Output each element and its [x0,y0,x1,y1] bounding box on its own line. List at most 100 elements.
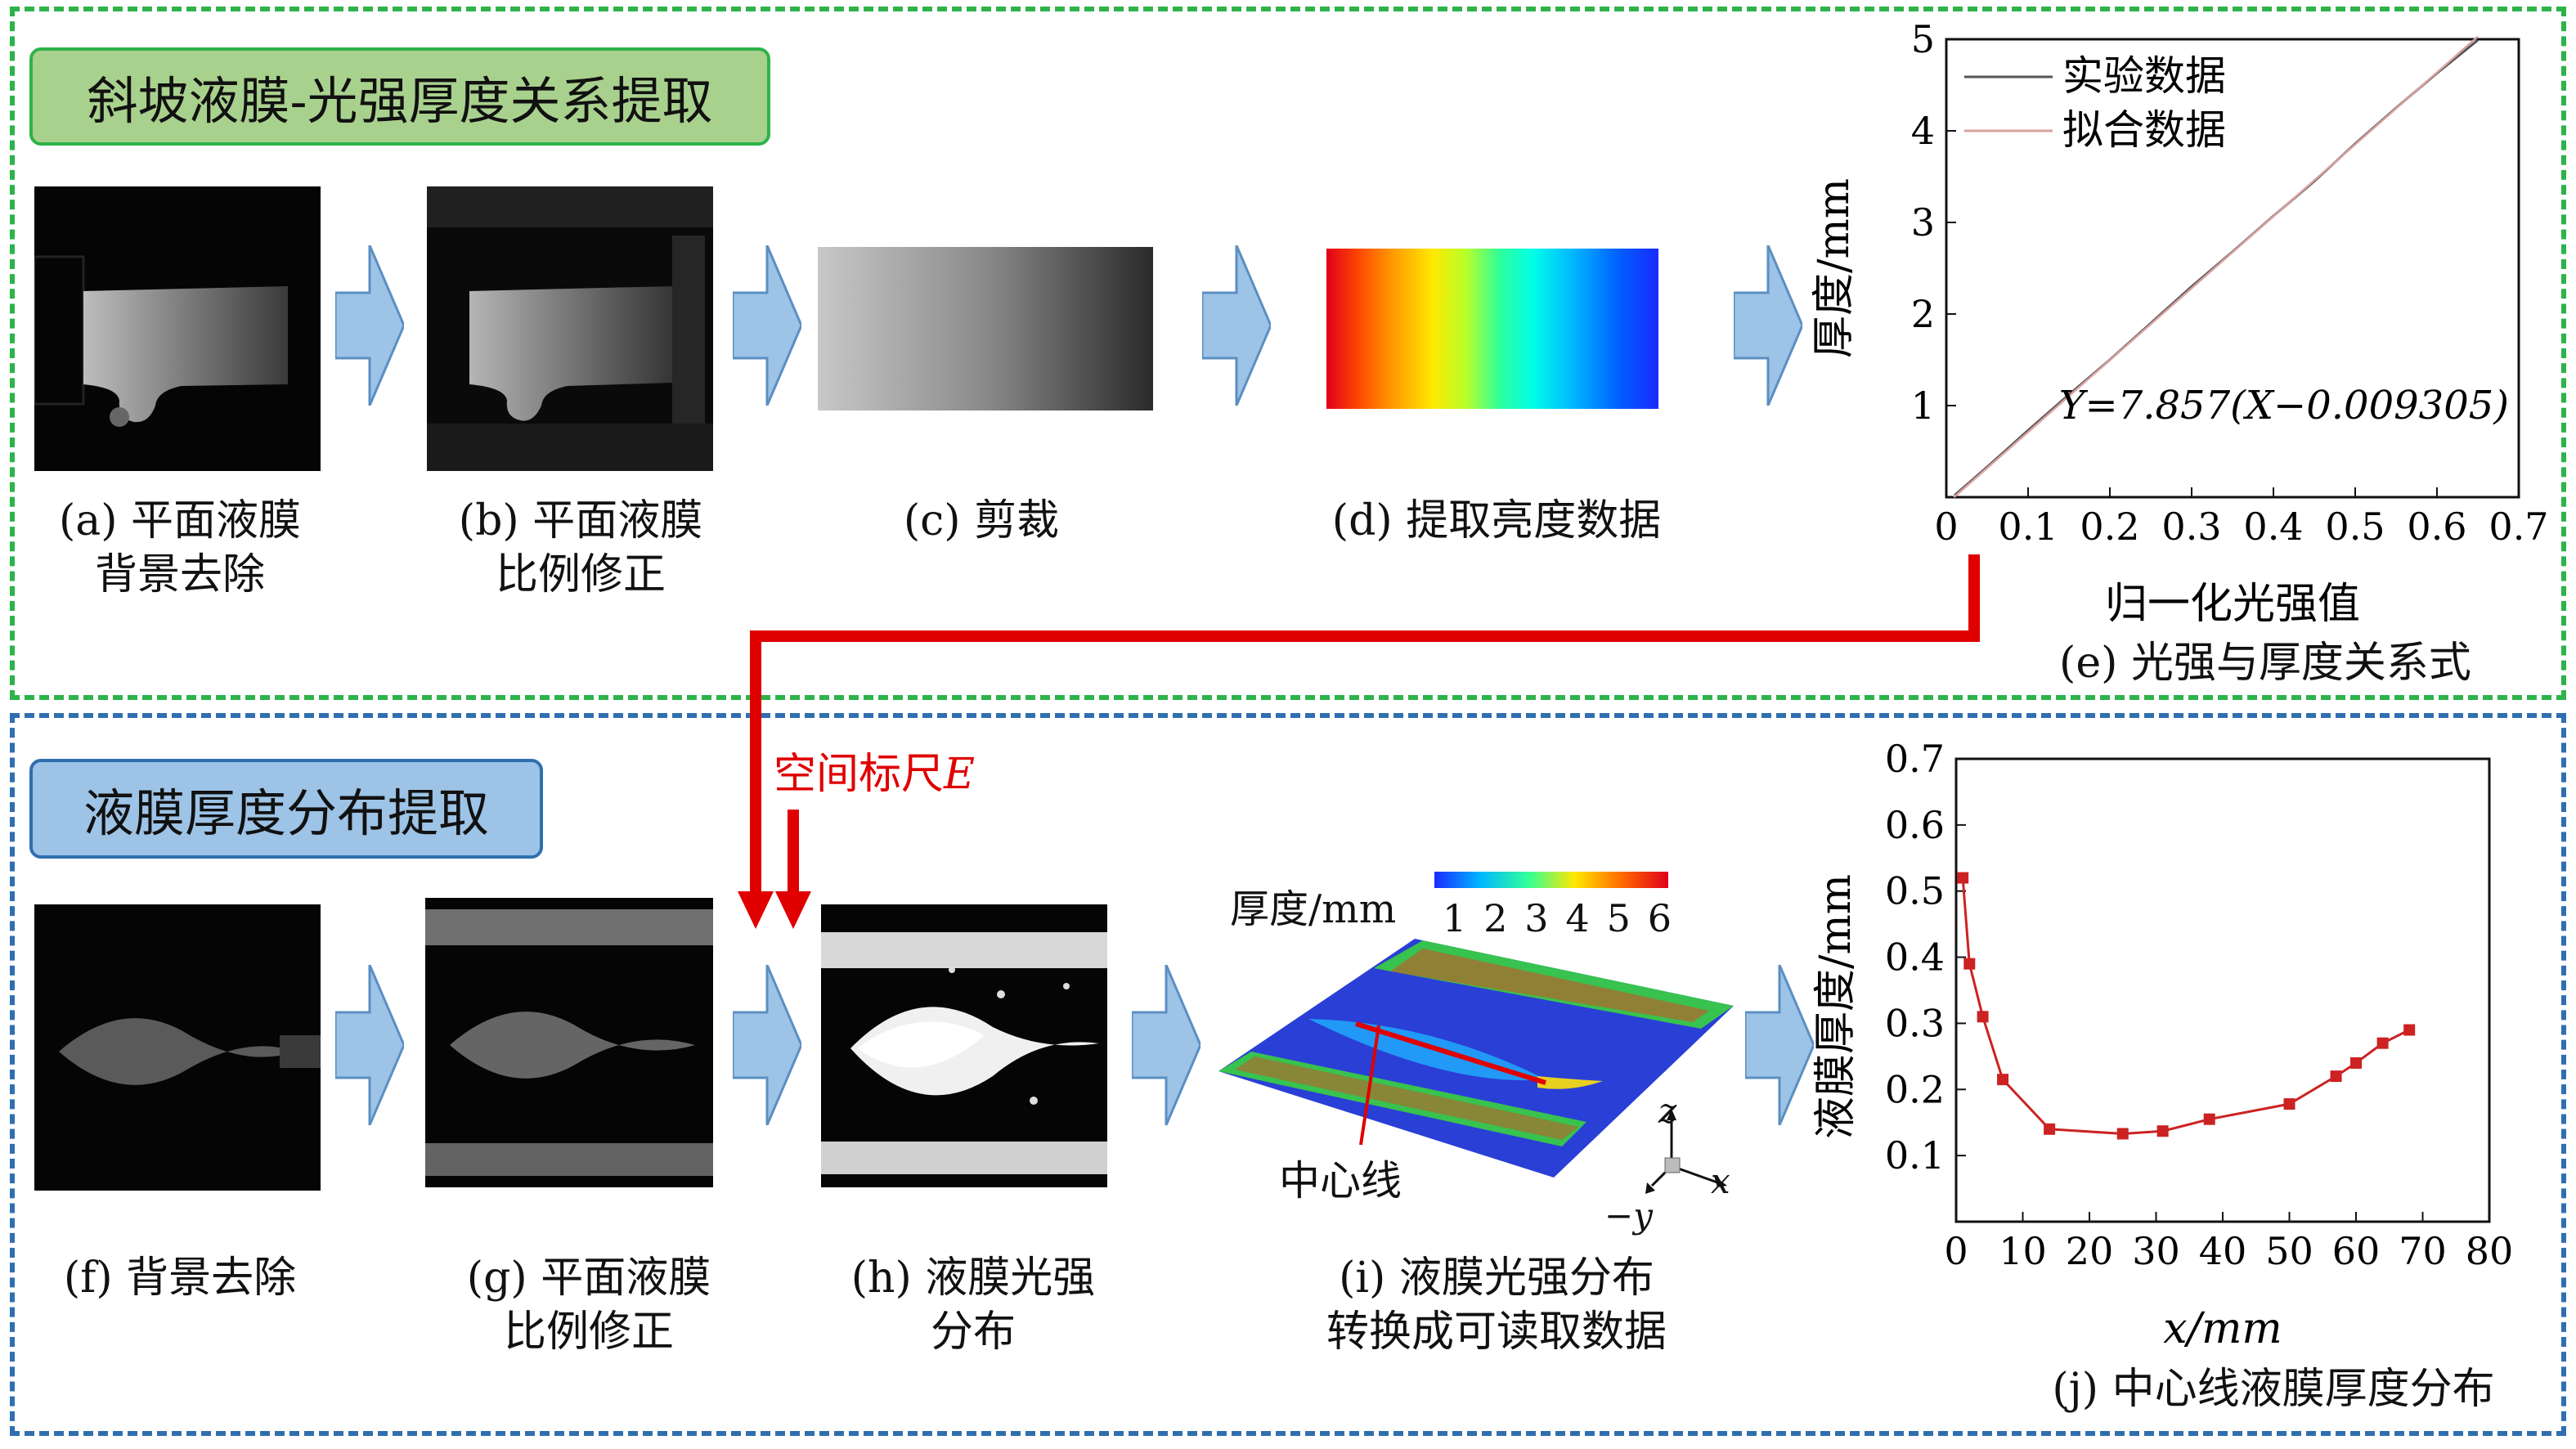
centerline-pointer [1359,1025,1380,1146]
image-b-scale-corrected [427,186,713,471]
series-line-fitted [1953,35,2479,498]
x-tick-label: 40 [2199,1229,2247,1273]
arrow-d-to-e [1734,245,1802,406]
arrow-c-to-d [1202,245,1271,406]
data-point [2283,1098,2296,1110]
data-point [2376,1037,2389,1049]
top-panel-title: 斜坡液膜-光强厚度关系提取 [29,47,770,146]
data-point [2330,1070,2342,1083]
x-tick-label: 80 [2466,1229,2514,1273]
y-axis-label: 液膜厚度/mm [1811,874,1860,1139]
image-i-3d-thickness-map [1218,932,1734,1194]
x-tick-label: 0.2 [2080,505,2139,549]
y-tick-label: 0.3 [1885,1001,1945,1045]
data-point [2403,1024,2416,1036]
caption-e: (e) 光强与厚度关系式 [2059,639,2471,688]
top-panel [10,7,2566,700]
y-tick-label: 0.6 [1885,803,1945,847]
arrow-g-to-h [733,965,801,1125]
x-tick-label: 0.1 [1998,505,2058,549]
x-tick-label: 20 [2066,1229,2114,1273]
x-tick-label: 30 [2132,1229,2180,1273]
bottom-panel [10,713,2566,1436]
x-axis-label: 归一化光强值 [2105,580,2360,629]
axis-x-label: x [1711,1161,1730,1201]
data-point [1957,872,1969,884]
image-h-film-intensity [821,904,1107,1187]
colorbar [1434,872,1668,888]
x-tick-label: 0 [1944,1229,1968,1273]
x-tick-label: 0.6 [2407,505,2466,549]
chart-e-intensity-thickness: 0 0.1 0.2 0.3 0.4 0.5 0.6 0.7 1 2 3 4 5 归一化光强值 厚度/mm 实验… [1810,17,2549,629]
data-point [1963,958,1976,970]
data-point [1977,1011,1989,1023]
colorbar-tick: 5 [1606,896,1631,940]
caption-b: (b) 平面液膜比例修正 [458,496,703,599]
bottom-panel-title: 液膜厚度分布提取 [29,759,543,859]
y-tick-label: 0.2 [1885,1067,1945,1111]
caption-i: (i) 液膜光强分布转换成可读取数据 [1326,1254,1667,1357]
colorbar-label: 厚度/mm [1230,886,1397,932]
caption-c: (c) 剪裁 [903,496,1060,545]
arrow-a-to-b [335,245,404,406]
colorbar-tick: 6 [1647,896,1672,940]
data-point [2203,1113,2215,1125]
y-axis-label: 厚度/mm [1810,178,1859,358]
image-c-cropped [818,247,1153,410]
caption-f: (f) 背景去除 [63,1254,297,1303]
caption-h: (h) 液膜光强分布 [850,1254,1096,1357]
image-a-background-removed [34,186,321,471]
x-tick-label: 10 [1999,1229,2047,1273]
x-tick-label: 0.4 [2243,505,2303,549]
x-tick-label: 0.7 [2488,505,2548,549]
data-point [2350,1056,2362,1069]
colorbar-tick: 4 [1565,896,1590,940]
y-tick-label: 3 [1911,200,1935,244]
x-tick-label: 0.5 [2325,505,2385,549]
colorbar-ticks: 1 2 3 4 5 6 [1443,896,1672,940]
plot-frame [1945,38,2520,499]
data-point [2044,1123,2056,1135]
plot-frame [1954,757,2491,1223]
legend-label: 拟合数据 [2062,106,2226,154]
x-tick-label: 0.3 [2161,505,2221,549]
axis-triad-icon [1645,1109,1727,1194]
y-tick-label: 0.1 [1885,1133,1945,1178]
y-tick-label: 2 [1911,292,1935,336]
x-axis-label: x/mm [2163,1304,2282,1353]
colorbar-tick: 1 [1443,896,1467,940]
image-d-brightness-data [1326,249,1658,409]
data-point [2156,1125,2169,1137]
fit-equation: Y=7.857(X−0.009305) [2059,383,2509,428]
y-tick-label: 1 [1911,384,1935,428]
y-tick-label: 0.7 [1885,737,1945,781]
y-tick-label: 4 [1911,109,1935,153]
y-tick-label: 0.4 [1885,935,1945,980]
caption-d: (d) 提取亮度数据 [1331,496,1662,545]
series-line [1961,877,2410,1135]
axis-neg-y-label: −y [1604,1196,1653,1236]
arrow-b-to-c [733,245,801,406]
y-tick-label: 0.5 [1885,869,1945,913]
caption-a: (a) 平面液膜背景去除 [58,496,302,599]
data-point [1997,1074,2009,1086]
caption-g: (g) 平面液膜比例修正 [466,1254,711,1357]
spatial-scale-label: 空间标尺E [774,750,975,799]
arrow-f-to-g [335,965,404,1125]
x-tick-label: 50 [2265,1229,2313,1273]
axis-z-label: z [1658,1091,1677,1131]
chart-j-centerline-thickness: 0 10 20 30 40 50 60 70 80 0.1 0.2 0.3 0.4 0.5 0.6 0.7 x/… [1811,737,2514,1353]
centerline-label: 中心线 [1279,1157,1402,1205]
colorbar-tick: 2 [1483,896,1508,940]
legend-label: 实验数据 [2062,52,2226,100]
colorbar-tick: 3 [1524,896,1549,940]
x-tick-label: 70 [2399,1229,2447,1273]
arrow-h-to-i [1132,965,1200,1125]
x-tick-label: 60 [2332,1229,2381,1273]
arrow-i-to-j [1745,965,1814,1125]
data-point [2116,1128,2129,1140]
y-tick-label: 5 [1911,17,1935,61]
x-tick-label: 0 [1934,505,1958,549]
image-f-background-removed [34,904,321,1191]
